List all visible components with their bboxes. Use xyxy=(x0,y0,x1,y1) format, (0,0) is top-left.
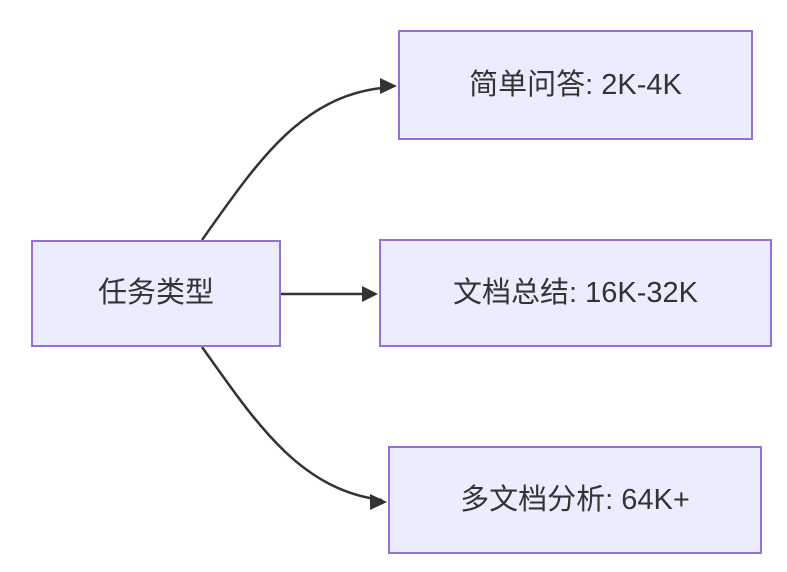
arrowhead-icon xyxy=(370,494,387,510)
edge-task-type-to-simple-qa xyxy=(200,78,397,241)
node-multi-doc-label: 多文档分析: 64K+ xyxy=(460,483,690,516)
node-doc-summary: 文档总结: 16K-32K xyxy=(379,239,772,347)
node-task-type: 任务类型 xyxy=(31,240,281,347)
edge-task-type-to-multi-doc xyxy=(200,346,387,510)
node-simple-qa-label: 简单问答: 2K-4K xyxy=(469,68,682,101)
arrowhead-icon xyxy=(362,286,378,302)
edge-task-type-to-doc-summary xyxy=(281,286,378,302)
edge-line xyxy=(200,86,383,241)
node-multi-doc: 多文档分析: 64K+ xyxy=(388,446,762,554)
edge-line xyxy=(200,346,383,502)
node-simple-qa: 简单问答: 2K-4K xyxy=(398,30,753,140)
node-doc-summary-label: 文档总结: 16K-32K xyxy=(453,276,698,309)
node-task-type-label: 任务类型 xyxy=(97,277,214,310)
arrowhead-icon xyxy=(380,78,397,94)
